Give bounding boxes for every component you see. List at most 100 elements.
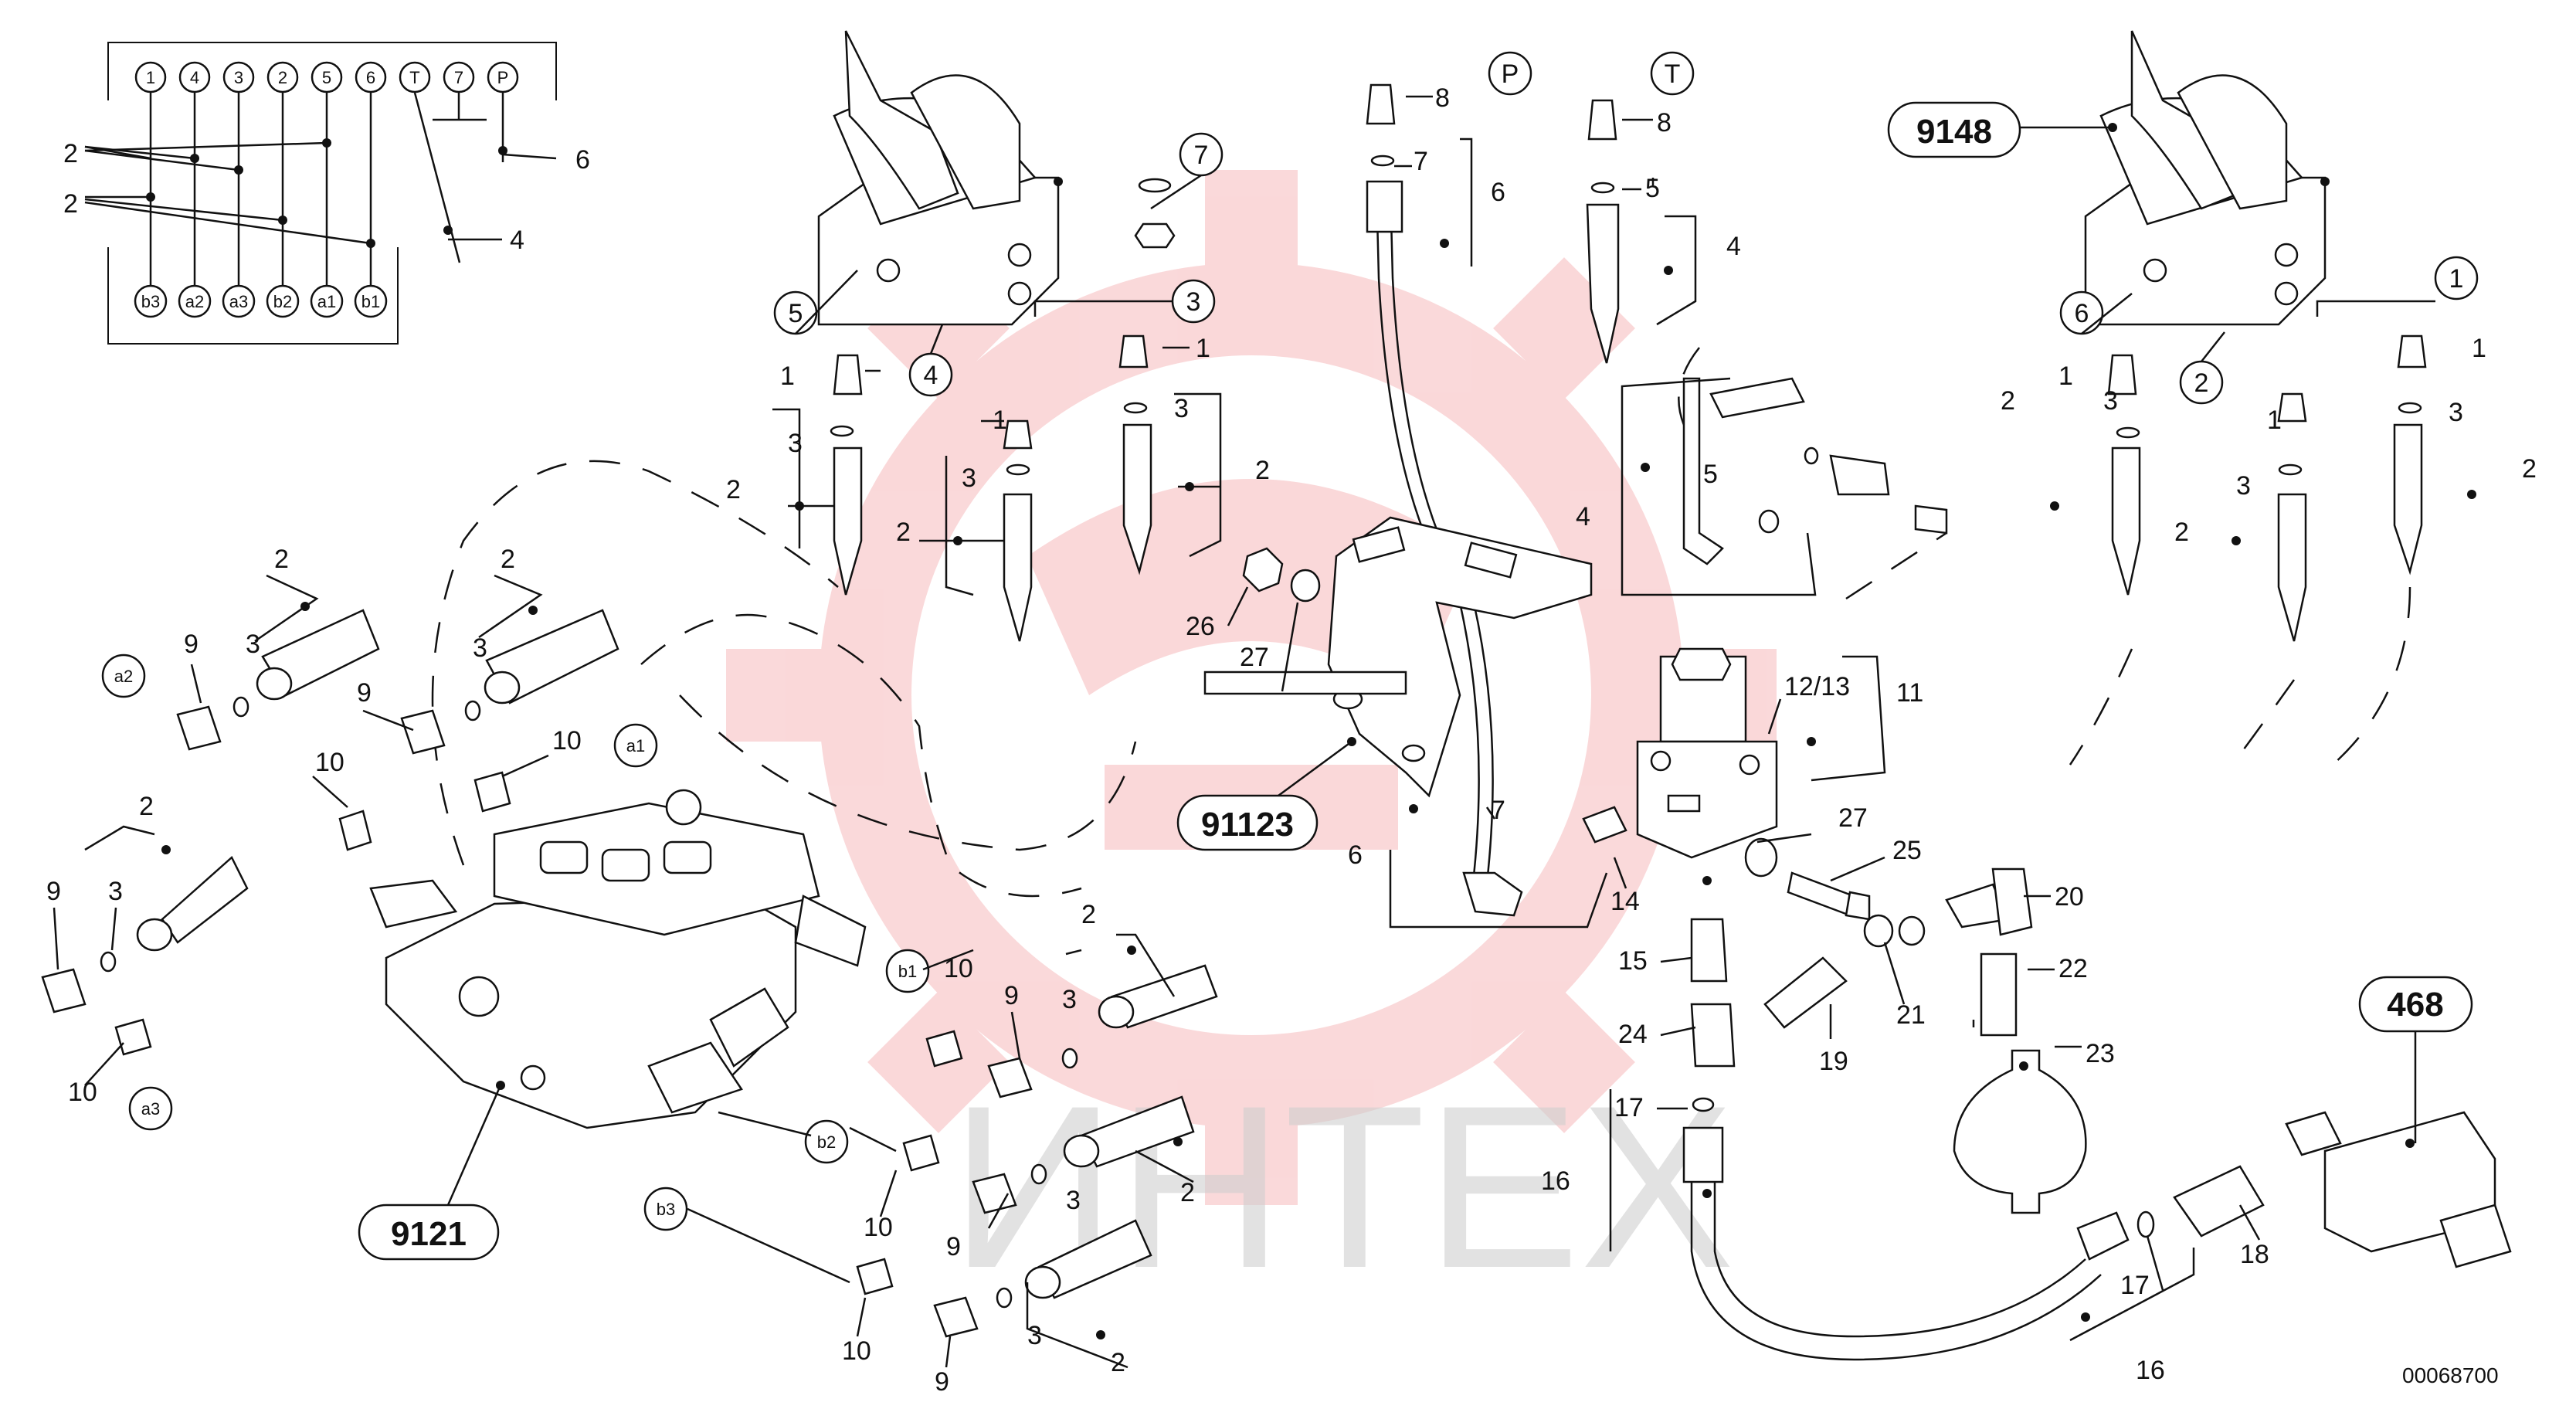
svg-text:27: 27 — [1838, 803, 1868, 833]
svg-text:2: 2 — [501, 545, 515, 574]
schematic-top-ports: 1 4 3 2 5 6 T 7 P — [134, 61, 519, 93]
svg-text:3: 3 — [2103, 386, 2118, 416]
svg-text:6: 6 — [366, 68, 375, 87]
callout-numbers: 8 8 7 6 5 4 1 1 1 3 3 3 2 2 2 5 4 1 1 1 … — [46, 83, 2537, 1397]
svg-text:9: 9 — [184, 630, 199, 659]
svg-text:9: 9 — [935, 1367, 949, 1397]
svg-text:P: P — [497, 68, 509, 87]
svg-text:3: 3 — [473, 633, 487, 663]
bracket-91123 — [1203, 516, 1593, 798]
svg-text:16: 16 — [2136, 1356, 2165, 1385]
lower-fittings — [1582, 806, 2033, 1068]
svg-text:11: 11 — [1896, 678, 1923, 708]
svg-text:2: 2 — [1255, 456, 1270, 485]
svg-text:2: 2 — [2522, 454, 2537, 484]
svg-text:4: 4 — [1576, 502, 1590, 531]
svg-text:3: 3 — [1027, 1321, 1042, 1350]
svg-text:6: 6 — [1348, 840, 1363, 870]
svg-text:5: 5 — [1703, 460, 1718, 489]
svg-text:10: 10 — [68, 1078, 97, 1107]
joystick-right — [2084, 30, 2330, 326]
svg-text:15: 15 — [1618, 946, 1648, 976]
svg-text:a2: a2 — [185, 292, 204, 311]
svg-text:9: 9 — [46, 877, 61, 906]
svg-text:3: 3 — [2236, 471, 2251, 501]
svg-text:23: 23 — [2086, 1039, 2115, 1068]
joystick-left — [817, 30, 1063, 326]
svg-text:9148: 9148 — [1916, 113, 1992, 151]
svg-text:7: 7 — [1194, 141, 1209, 170]
svg-text:91123: 91123 — [1201, 806, 1294, 844]
svg-text:2: 2 — [278, 68, 287, 87]
valve-block-hoses — [41, 609, 1218, 1338]
svg-text:10: 10 — [842, 1336, 871, 1366]
washer-27 — [1290, 569, 1321, 603]
valve-468: 468 — [2285, 976, 2512, 1268]
svg-text:1: 1 — [780, 362, 795, 391]
svg-text:1: 1 — [2058, 362, 2073, 391]
svg-text:9: 9 — [1004, 981, 1019, 1010]
svg-text:1: 1 — [2472, 334, 2486, 363]
solenoid-valve — [1636, 647, 1816, 859]
svg-text:3: 3 — [108, 877, 123, 906]
svg-text:7: 7 — [1414, 147, 1428, 176]
svg-text:25: 25 — [1892, 836, 1922, 865]
svg-text:2: 2 — [2001, 386, 2015, 416]
hose-16 — [1682, 1097, 2265, 1361]
svg-text:T: T — [409, 68, 419, 87]
svg-text:a1: a1 — [317, 292, 336, 311]
svg-text:468: 468 — [2387, 986, 2443, 1024]
svg-text:24: 24 — [1618, 1020, 1648, 1049]
svg-text:2: 2 — [2174, 518, 2189, 547]
svg-text:6: 6 — [1491, 178, 1505, 207]
svg-text:2: 2 — [1081, 900, 1096, 929]
schematic-callout-6: 6 — [575, 145, 590, 175]
svg-text:22: 22 — [2058, 954, 2088, 983]
svg-text:b1: b1 — [361, 292, 380, 311]
svg-text:26: 26 — [1186, 612, 1215, 641]
routing-dashes — [431, 347, 2411, 898]
schematic-callout-4: 4 — [510, 226, 524, 255]
port-schematic: 1 4 3 2 5 6 T 7 P b3 a2 a3 b2 a1 b1 — [63, 42, 590, 345]
svg-text:b2: b2 — [273, 292, 292, 311]
svg-text:10: 10 — [944, 954, 973, 983]
svg-text:17: 17 — [2120, 1271, 2150, 1300]
svg-text:21: 21 — [1896, 1000, 1926, 1030]
upper-fittings — [830, 83, 2427, 917]
svg-text:9: 9 — [946, 1232, 961, 1261]
svg-text:3: 3 — [1186, 287, 1201, 317]
svg-text:12/13: 12/13 — [1784, 672, 1850, 701]
watermark-gear — [819, 263, 1684, 1128]
svg-text:3: 3 — [234, 68, 243, 87]
svg-text:3: 3 — [2449, 398, 2463, 427]
nut-26 — [1242, 547, 1284, 592]
svg-text:a3: a3 — [141, 1099, 160, 1119]
svg-text:b2: b2 — [817, 1132, 836, 1152]
svg-text:2: 2 — [139, 792, 154, 821]
svg-text:5: 5 — [1645, 174, 1660, 203]
svg-text:10: 10 — [864, 1213, 893, 1242]
svg-text:P: P — [1502, 59, 1519, 89]
svg-text:a1: a1 — [626, 736, 645, 755]
svg-text:9121: 9121 — [391, 1215, 467, 1253]
svg-text:19: 19 — [1819, 1047, 1848, 1076]
leader-lines — [53, 95, 2261, 1369]
svg-text:2: 2 — [274, 545, 289, 574]
svg-text:b3: b3 — [657, 1200, 675, 1219]
valve-block-9121: 9121 — [358, 789, 867, 1261]
port-leaders — [795, 174, 2435, 362]
svg-text:9: 9 — [357, 678, 372, 708]
svg-text:10: 10 — [315, 748, 344, 777]
svg-text:b3: b3 — [141, 292, 160, 311]
svg-text:5: 5 — [789, 299, 803, 328]
svg-text:T: T — [1665, 59, 1681, 89]
svg-text:7: 7 — [1491, 796, 1505, 825]
svg-text:1: 1 — [2267, 406, 2282, 435]
svg-text:6: 6 — [2075, 299, 2089, 328]
svg-text:3: 3 — [1062, 985, 1077, 1014]
svg-text:3: 3 — [246, 630, 260, 659]
svg-text:8: 8 — [1657, 108, 1672, 138]
svg-text:2: 2 — [726, 475, 741, 504]
svg-text:b1: b1 — [898, 962, 917, 981]
